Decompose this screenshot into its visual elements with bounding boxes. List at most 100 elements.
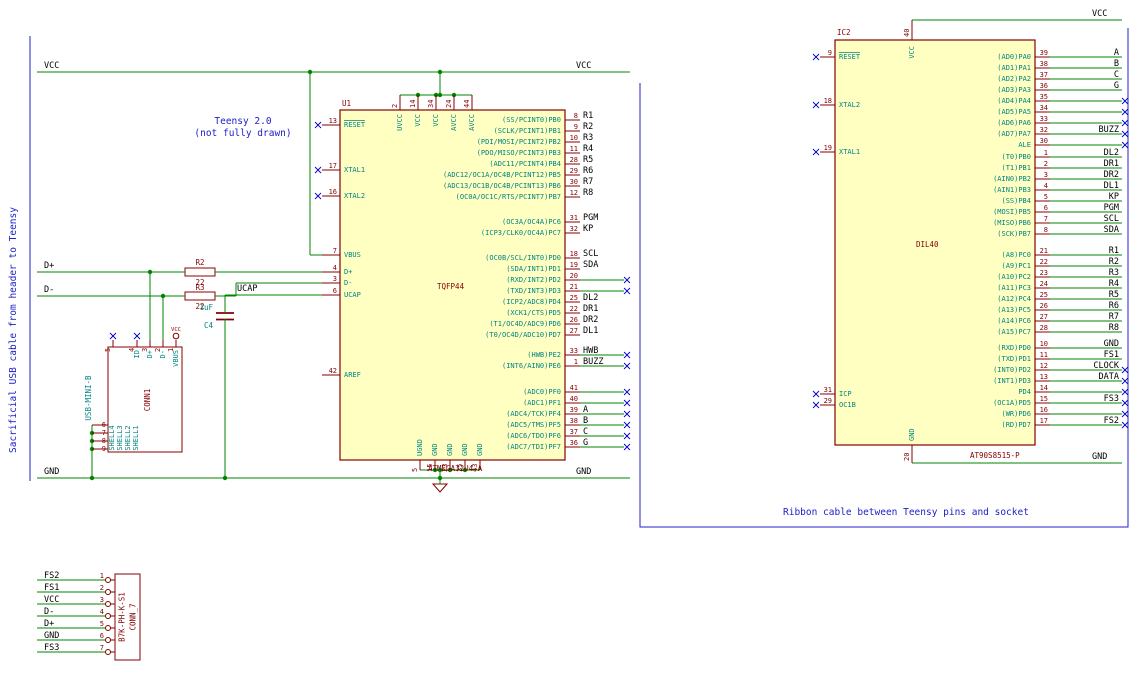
- net-label: R3: [1109, 268, 1119, 278]
- net-label: D-: [44, 607, 54, 617]
- pin-name: (T1/OC4D/ADC9)PD6: [489, 320, 561, 328]
- pin-name: (AD7)PA7: [997, 130, 1031, 138]
- no-connect-icon: [314, 192, 322, 200]
- pin-number: 24: [1040, 280, 1048, 288]
- pin-number: 37: [1040, 71, 1048, 79]
- r3-value: 22: [195, 302, 204, 311]
- pin-number: 40: [570, 395, 578, 403]
- ic2-body: [834, 39, 1036, 446]
- no-connect-icon: [623, 421, 631, 429]
- pin-number: 14: [1040, 384, 1048, 392]
- net-label: DR1: [583, 304, 598, 314]
- pin-name: (T0)PB0: [1001, 153, 1031, 161]
- net-label: SCL: [583, 249, 598, 259]
- net-label: HWB: [583, 346, 598, 356]
- net-label: R2: [583, 122, 593, 132]
- net-label-gnd-right: GND: [576, 467, 591, 477]
- net-label: R4: [1109, 279, 1119, 289]
- pin-name: ID: [133, 350, 141, 358]
- pin-name: (WR)PD6: [1001, 410, 1031, 418]
- net-label: R1: [583, 111, 593, 121]
- pin-number: 35: [456, 464, 464, 472]
- pin-name: (ADC12/OC1A/OC4B/PCINT12)PB5: [443, 171, 561, 179]
- pin-name: (ICP3/CLK0/OC4A)PC7: [481, 229, 561, 237]
- no-connect-icon: [314, 121, 322, 129]
- net-label: C: [1114, 70, 1119, 80]
- r3-body: [184, 291, 216, 301]
- pin-name: (AD5)PA5: [997, 108, 1031, 116]
- gnd-symbol-icon: [431, 483, 449, 493]
- pin-number: 22: [1040, 258, 1048, 266]
- pin-name: UCAP: [344, 291, 361, 299]
- pin-number: 2: [154, 348, 162, 352]
- pin-name: (MOSI)PB5: [993, 208, 1031, 216]
- net-label: FS2: [1104, 416, 1119, 426]
- net-label: FS3: [1104, 394, 1119, 404]
- pin-number: 41: [570, 384, 578, 392]
- pin-name: RESET: [344, 121, 366, 129]
- pin-number: 32: [1040, 126, 1048, 134]
- pin-number: 15: [426, 464, 434, 472]
- pin-number: 24: [445, 100, 453, 108]
- pin-name: AREF: [344, 371, 361, 379]
- net-label: R3: [583, 133, 593, 143]
- pin-circle: [105, 601, 111, 607]
- pin-number: 8: [1044, 226, 1048, 234]
- pin-number: 15: [1040, 395, 1048, 403]
- pin-name: (ADC13/OC1B/OC4B/PCINT13)PB6: [443, 182, 561, 190]
- net-label: KP: [1109, 192, 1119, 202]
- pin-name: XTAL1: [344, 166, 365, 174]
- net-label: CLOCK: [1093, 361, 1119, 371]
- no-connect-icon: [1121, 377, 1129, 385]
- c4-ref: C4: [204, 321, 214, 330]
- net-label: R2: [1109, 257, 1119, 267]
- pin-number: 7: [333, 247, 337, 255]
- junction-dot: [307, 69, 313, 75]
- junction-dot: [437, 92, 443, 98]
- pin-number: 4: [100, 608, 104, 616]
- no-connect-icon: [812, 53, 820, 61]
- u1-ref: U1: [342, 99, 351, 108]
- pin-name: AVCC: [468, 114, 476, 131]
- pin-number: 38: [570, 417, 578, 425]
- pin-number: 40: [903, 29, 911, 37]
- note-ribbon: Ribbon cable between Teensy pins and soc…: [783, 507, 1029, 518]
- pin-number: 14: [409, 100, 417, 108]
- net-label: A: [1114, 48, 1119, 58]
- net-label: A: [583, 405, 588, 415]
- pin-number: 2: [1044, 160, 1048, 168]
- no-connect-icon: [623, 388, 631, 396]
- pin-number: 42: [329, 367, 337, 375]
- pin-number: 4: [1044, 182, 1048, 190]
- pin-number: 37: [570, 428, 578, 436]
- pin-name: (SCLK/PCINT1)PB1: [494, 127, 561, 135]
- net-label: PGM: [583, 213, 598, 223]
- pin-number: 9: [574, 123, 578, 131]
- no-connect-icon: [1121, 366, 1129, 374]
- pin-number: 38: [1040, 60, 1048, 68]
- pin-number: 6: [333, 287, 337, 295]
- net-label: FS2: [44, 571, 59, 581]
- no-connect-icon: [623, 432, 631, 440]
- net-label: R7: [1109, 312, 1119, 322]
- note-teensy-2: (not fully drawn): [194, 128, 291, 139]
- no-connect-icon: [623, 276, 631, 284]
- net-label-gnd-ic2: GND: [1092, 452, 1107, 462]
- pin-number: 6: [102, 421, 106, 429]
- pin-number: 5: [1044, 193, 1048, 201]
- note-usb-cable: Sacrificial USB cable from header to Tee…: [8, 207, 19, 453]
- pin-circle: [105, 613, 111, 619]
- pin-name: (A8)PC0: [1001, 251, 1031, 259]
- pin-number: 13: [329, 117, 337, 125]
- pin-number: 7: [102, 429, 106, 437]
- net-label: KP: [583, 224, 593, 234]
- no-connect-icon: [812, 148, 820, 156]
- pin-name: (AD1)PA1: [997, 64, 1031, 72]
- pin-name: D+: [344, 268, 352, 276]
- pin-name: (XCK1/CTS)PD5: [506, 309, 561, 317]
- r2-body: [184, 267, 216, 277]
- pin-circle: [105, 589, 111, 595]
- pin-name: (ADC4/TCK)PF4: [506, 410, 561, 418]
